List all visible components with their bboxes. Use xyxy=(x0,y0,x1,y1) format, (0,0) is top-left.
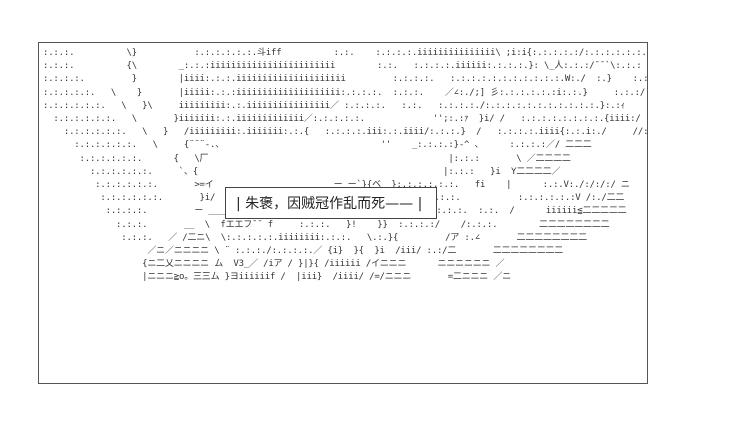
art-line: :.:.:.:.:.:. \ } /iiiiiiiii:.iiiiiii:.:.… xyxy=(43,127,648,138)
ascii-art: :.:.:. \} :.:.:.:.:.:.斗iff :.:. :.:.:.:.… xyxy=(43,47,648,285)
art-line: :.:.:. ／ /二ニ\ \:.:.:.:.:.iiiiiiii:.:.:. … xyxy=(43,232,587,243)
art-line: :.:.:.:.:.:. `、{ |:.:.: }i Y二二二二／ xyxy=(43,166,561,177)
caption-text: | 朱褒，因贼冠作乱而死—— | xyxy=(236,196,423,212)
art-line: :.:.:.:.:.:. \ {¨¨¨-.、 '' _:.:.:.:}-^ 、 … xyxy=(43,140,592,151)
caption-box: | 朱褒，因贼冠作乱而死—— | xyxy=(225,187,437,219)
art-line: :.:.:.:. } |iiii:.:.:.iiiiiiiiiiiiiiiiii… xyxy=(43,74,648,85)
art-line: :.:.:.:.:. \ } |iiiii:.:.:iiiiiiiiiiiiii… xyxy=(43,87,647,98)
art-frame: :.:.:. \} :.:.:.:.:.:.斗iff :.:. :.:.:.:.… xyxy=(38,42,648,384)
art-line: :.:.:.:.:.:. >=イ ー ー`}{ベ }:.:.:.:.:.:. f… xyxy=(43,180,630,191)
art-line: :.:.:.:.:.:. { \厂 |:.:.: \ ／二二二二 xyxy=(43,153,571,164)
art-line: :.:.:. __ \ fエエフ¯¯ f :.:.:. }! }} :.:.:.… xyxy=(43,219,610,230)
art-line: :.:.:.:.:.:. \ }iiiiiii:.:.iiiiiiiiiiiii… xyxy=(53,114,641,125)
art-line: ／ニ／ニニニニ \ ¨ :.:.:./:.:.:.:.／ {i} }{ }i /… xyxy=(43,246,564,257)
art-line: :.:.:.:.:.:. \ }\ iiiiiiiii:.:.iiiiiiiii… xyxy=(43,100,625,111)
art-line: {ニ二乂ニニニニ ム V3_／ /iア / }|}{ /iiiiii /イニニニ… xyxy=(43,259,505,270)
art-line: |ニニニ≧o。三三ム }ヨiiiiiif / |iii} /iiii/ /=/ニ… xyxy=(43,272,511,283)
art-line: :.:.:. {\ _:.:.:iiiiiiiiiiiiiiiiiiiiiiii… xyxy=(43,61,642,72)
art-line: :.:.:. \} :.:.:.:.:.:.斗iff :.:. :.:.:.:.… xyxy=(43,48,648,58)
